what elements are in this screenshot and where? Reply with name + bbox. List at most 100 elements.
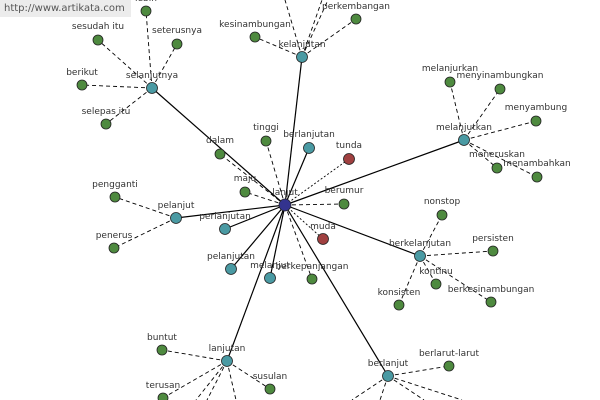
node-dot-menyambung[interactable] xyxy=(530,115,542,127)
node-dot-berlanjut[interactable] xyxy=(382,370,394,382)
node-dot-perlanjutan[interactable] xyxy=(219,223,231,235)
node-berikut[interactable]: berikut xyxy=(66,68,98,91)
node-buntut[interactable]: buntut xyxy=(147,333,177,356)
node-label-berumur: berumur xyxy=(325,186,364,196)
node-dot-berumur[interactable] xyxy=(338,198,350,210)
node-dot-kelanjutan[interactable] xyxy=(296,51,308,63)
node-label-perlanjutan: perlanjutan xyxy=(199,212,251,222)
node-melanjutkan[interactable]: melanjutkan xyxy=(436,123,492,146)
node-label-lebih: lebih xyxy=(135,0,157,4)
node-dot-selepas-itu[interactable] xyxy=(100,118,112,130)
node-dot-berkesinambungan[interactable] xyxy=(485,296,497,308)
node-dot-lanjutan[interactable] xyxy=(221,355,233,367)
node-dot-menyinambungkan[interactable] xyxy=(494,83,506,95)
node-dot-kesinambungan[interactable] xyxy=(249,31,261,43)
node-dot-lebih[interactable] xyxy=(140,5,152,17)
node-penerus[interactable]: penerus xyxy=(96,231,133,254)
edge-lanjut-selanjutnya xyxy=(151,87,286,206)
node-dot-lanjut[interactable] xyxy=(278,198,292,212)
node-melanjut[interactable]: melanjut xyxy=(250,261,290,284)
node-dot-tinggi[interactable] xyxy=(260,135,272,147)
node-berlanjutan[interactable]: berlanjutan xyxy=(283,130,335,154)
node-dot-sesudah-itu[interactable] xyxy=(92,34,104,46)
node-lanjutan[interactable]: lanjutan xyxy=(209,344,246,367)
node-dot-muda[interactable] xyxy=(317,233,329,245)
node-meneruskan[interactable]: meneruskan xyxy=(469,150,525,174)
node-dot-berkelanjutan[interactable] xyxy=(414,250,426,262)
node-dot-persisten[interactable] xyxy=(487,245,499,257)
node-dot-pengganti[interactable] xyxy=(109,191,121,203)
node-dot-melanjurkan[interactable] xyxy=(444,76,456,88)
node-menambahkan[interactable]: menambahkan xyxy=(503,159,571,183)
node-pelanjutan[interactable]: pelanjutan xyxy=(207,252,255,275)
node-label-perkembangan: perkembangan xyxy=(322,2,390,12)
node-dot-berkepanjangan[interactable] xyxy=(306,273,318,285)
edge-lanjut-perlanjutan xyxy=(224,204,286,230)
site-watermark[interactable]: http://www.artikata.com xyxy=(0,0,131,17)
edge-lanjut-melanjutkan xyxy=(284,139,465,206)
node-melanjurkan[interactable]: melanjurkan xyxy=(422,64,478,88)
node-seterusnya[interactable]: seterusnya xyxy=(152,26,202,50)
node-pelanjut[interactable]: pelanjut xyxy=(158,201,195,224)
node-tinggi[interactable]: tinggi xyxy=(253,123,279,147)
node-dot-terusan[interactable] xyxy=(157,392,169,400)
node-dot-susulan[interactable] xyxy=(264,383,276,395)
node-konsisten[interactable]: konsisten xyxy=(378,288,421,311)
node-dot-kontinu[interactable] xyxy=(430,278,442,290)
node-dot-selanjutnya[interactable] xyxy=(146,82,158,94)
node-dot-dalam[interactable] xyxy=(214,148,226,160)
node-lebih[interactable]: lebih xyxy=(135,0,157,17)
node-dalam[interactable]: dalam xyxy=(206,136,234,160)
node-perlanjutan[interactable]: perlanjutan xyxy=(199,212,251,235)
node-kesinambungan[interactable]: kesinambungan xyxy=(219,20,291,43)
node-menyambung[interactable]: menyambung xyxy=(505,103,567,127)
node-dot-menambahkan[interactable] xyxy=(531,171,543,183)
node-dot-perkembangan[interactable] xyxy=(350,13,362,25)
node-dot-penerus[interactable] xyxy=(108,242,120,254)
node-lanjut[interactable]: lanjut xyxy=(272,188,298,212)
node-dot-seterusnya[interactable] xyxy=(171,38,183,50)
node-dot-meneruskan[interactable] xyxy=(491,162,503,174)
node-label-melanjut: melanjut xyxy=(250,261,290,271)
node-dot-nonstop[interactable] xyxy=(436,209,448,221)
node-pengganti[interactable]: pengganti xyxy=(92,180,138,203)
node-dot-berikut[interactable] xyxy=(76,79,88,91)
edge-lanjut-berumur xyxy=(284,203,345,206)
edge-melanjutkan-melanjurkan xyxy=(449,81,465,141)
node-tunda[interactable]: tunda xyxy=(336,141,362,165)
node-selanjutnya[interactable]: selanjutnya xyxy=(126,71,178,94)
node-dot-melanjutkan[interactable] xyxy=(458,134,470,146)
node-perkembangan[interactable]: perkembangan xyxy=(322,2,390,25)
node-dot-maju[interactable] xyxy=(239,186,251,198)
node-dot-berlarut-larut[interactable] xyxy=(443,360,455,372)
node-menyinambungkan[interactable]: menyinambungkan xyxy=(457,71,544,95)
node-muda[interactable]: muda xyxy=(310,222,336,245)
node-selepas-itu[interactable]: selepas itu xyxy=(82,107,131,130)
offscreen-edge-stub xyxy=(379,375,389,400)
edge-berkelanjutan-berkesinambungan xyxy=(419,255,492,303)
node-nonstop[interactable]: nonstop xyxy=(424,197,461,221)
node-dot-melanjut[interactable] xyxy=(264,272,276,284)
node-berlarut-larut[interactable]: berlarut-larut xyxy=(419,349,480,372)
node-sesudah-itu[interactable]: sesudah itu xyxy=(72,22,124,46)
node-susulan[interactable]: susulan xyxy=(253,372,288,395)
node-kelanjutan[interactable]: kelanjutan xyxy=(278,40,326,63)
node-dot-konsisten[interactable] xyxy=(393,299,405,311)
node-dot-pelanjut[interactable] xyxy=(170,212,182,224)
node-berumur[interactable]: berumur xyxy=(325,186,364,210)
node-kontinu[interactable]: kontinu xyxy=(419,267,453,290)
node-persisten[interactable]: persisten xyxy=(472,234,514,257)
node-berlanjut[interactable]: berlanjut xyxy=(368,359,409,382)
node-dot-buntut[interactable] xyxy=(156,344,168,356)
node-dot-pelanjutan[interactable] xyxy=(225,263,237,275)
node-terusan[interactable]: terusan xyxy=(146,381,180,400)
edge-melanjutkan-menyambung xyxy=(463,120,537,141)
offscreen-edge-stub xyxy=(195,360,228,400)
node-berkelanjutan[interactable]: berkelanjutan xyxy=(389,239,451,262)
node-maju[interactable]: maju xyxy=(234,174,257,198)
node-dot-berlanjutan[interactable] xyxy=(303,142,315,154)
node-dot-tunda[interactable] xyxy=(343,153,355,165)
node-berkesinambungan[interactable]: berkesinambungan xyxy=(448,285,535,308)
node-berkepanjangan[interactable]: berkepanjangan xyxy=(276,262,349,285)
edge-lanjut-melanjut xyxy=(269,204,286,279)
